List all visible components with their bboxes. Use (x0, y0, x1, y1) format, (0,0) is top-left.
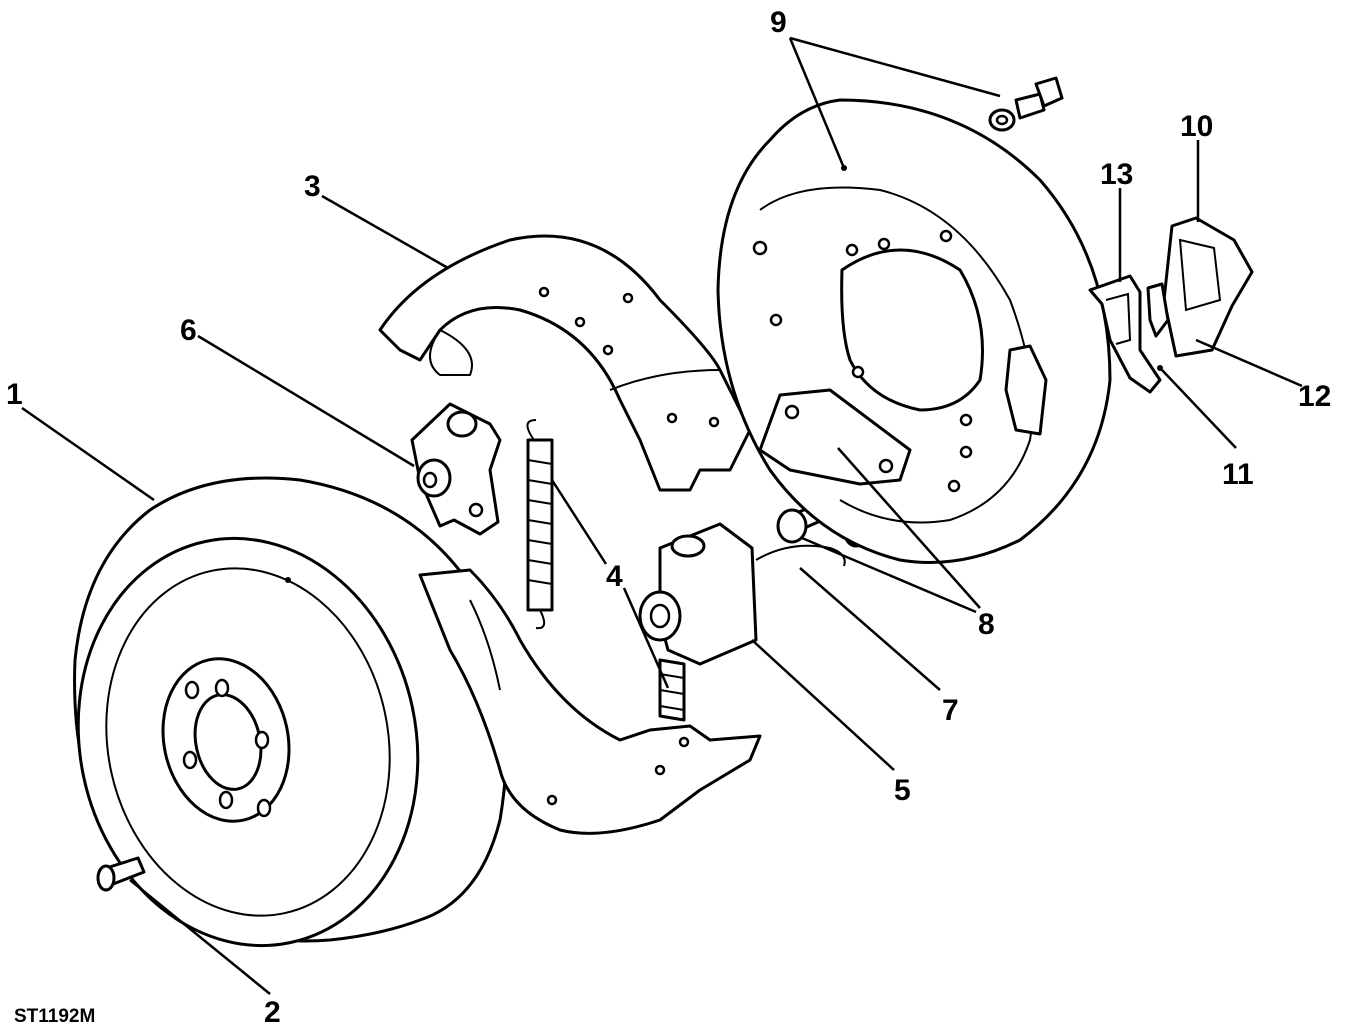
leader-8b (837, 447, 981, 609)
brake-backplate (716, 98, 1112, 564)
backplate-bolt (988, 76, 1064, 132)
handbrake-lever-clips (1088, 216, 1254, 394)
lower-brake-shoe (418, 568, 762, 835)
leader-8a (801, 536, 977, 614)
wheel-cylinder (638, 522, 758, 666)
callout-8: 8 (978, 608, 995, 641)
leader-11 (1161, 369, 1237, 449)
callout-labels: 1 2 3 4 5 6 7 8 9 10 11 12 13 (6, 6, 1331, 1029)
shoe-adjuster (410, 402, 502, 536)
callout-7: 7 (942, 694, 959, 727)
leader-4a (550, 479, 608, 565)
leader-5 (751, 639, 895, 771)
drum-retaining-screw (96, 856, 146, 892)
callout-10: 10 (1180, 110, 1213, 143)
callout-13: 13 (1100, 158, 1133, 191)
bleed-pipe (755, 544, 846, 567)
leader-2 (129, 879, 271, 995)
callout-6: 6 (180, 314, 197, 347)
callout-5: 5 (894, 774, 911, 807)
brake-drum (73, 476, 509, 948)
reference-code: ST1192M (14, 1006, 95, 1027)
callout-2: 2 (264, 996, 281, 1029)
leader-lines (21, 36, 1303, 995)
leader-7 (799, 567, 941, 691)
leader-6 (197, 334, 415, 468)
callout-9: 9 (770, 6, 787, 39)
shoe-return-springs (526, 419, 686, 722)
leader-1 (21, 406, 155, 502)
leader-9b (789, 36, 1001, 98)
callout-4: 4 (606, 560, 623, 593)
leader-3 (321, 194, 449, 270)
callout-1: 1 (6, 378, 23, 411)
leader-4b (622, 587, 670, 689)
callout-12: 12 (1298, 380, 1331, 413)
callout-3: 3 (304, 170, 321, 203)
leader-9a (788, 37, 846, 169)
leader-12 (1195, 338, 1303, 388)
callout-11: 11 (1222, 458, 1254, 491)
upper-brake-shoe (378, 234, 752, 492)
